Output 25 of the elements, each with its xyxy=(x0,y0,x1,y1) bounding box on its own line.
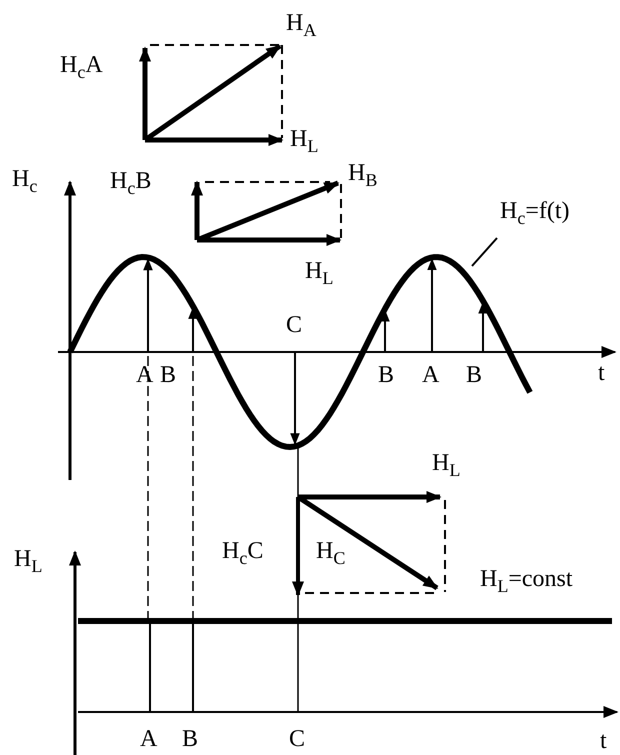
vector-label: H$_{L}$ xyxy=(432,450,460,476)
axis-label: H$_{L}$ xyxy=(14,546,42,572)
vector-label: H$_{A}$ xyxy=(286,10,316,36)
vector-label: H$_{c}$A xyxy=(60,52,103,78)
axis-label: H$_{c}$ xyxy=(12,166,38,192)
point-label: A xyxy=(422,362,440,388)
vector-label: H$_{B}$ xyxy=(348,160,378,186)
vector-label: H$_{C}$ xyxy=(316,538,346,564)
vector-label: H$_{L}$ xyxy=(305,258,334,284)
point-label: B xyxy=(378,362,394,388)
point-label: A xyxy=(140,726,158,752)
point-label: C xyxy=(289,726,306,752)
sine-curve xyxy=(67,254,533,450)
curve-label: H$_{L}$=const xyxy=(480,566,573,592)
leader-line xyxy=(471,237,498,267)
curve-label: H$_{c}$=f(t) xyxy=(500,198,570,224)
vector-label: H$_{L}$ xyxy=(290,126,318,152)
point-label: C xyxy=(286,312,302,338)
point-label: B xyxy=(466,362,482,388)
point-label: B xyxy=(182,726,198,752)
vector-label: H$_{c}$C xyxy=(222,538,264,564)
axis-label: t xyxy=(600,728,607,754)
vector-label: H$_{c}$B xyxy=(110,168,152,194)
point-label: B xyxy=(160,362,176,388)
axis-label: t xyxy=(598,360,605,386)
